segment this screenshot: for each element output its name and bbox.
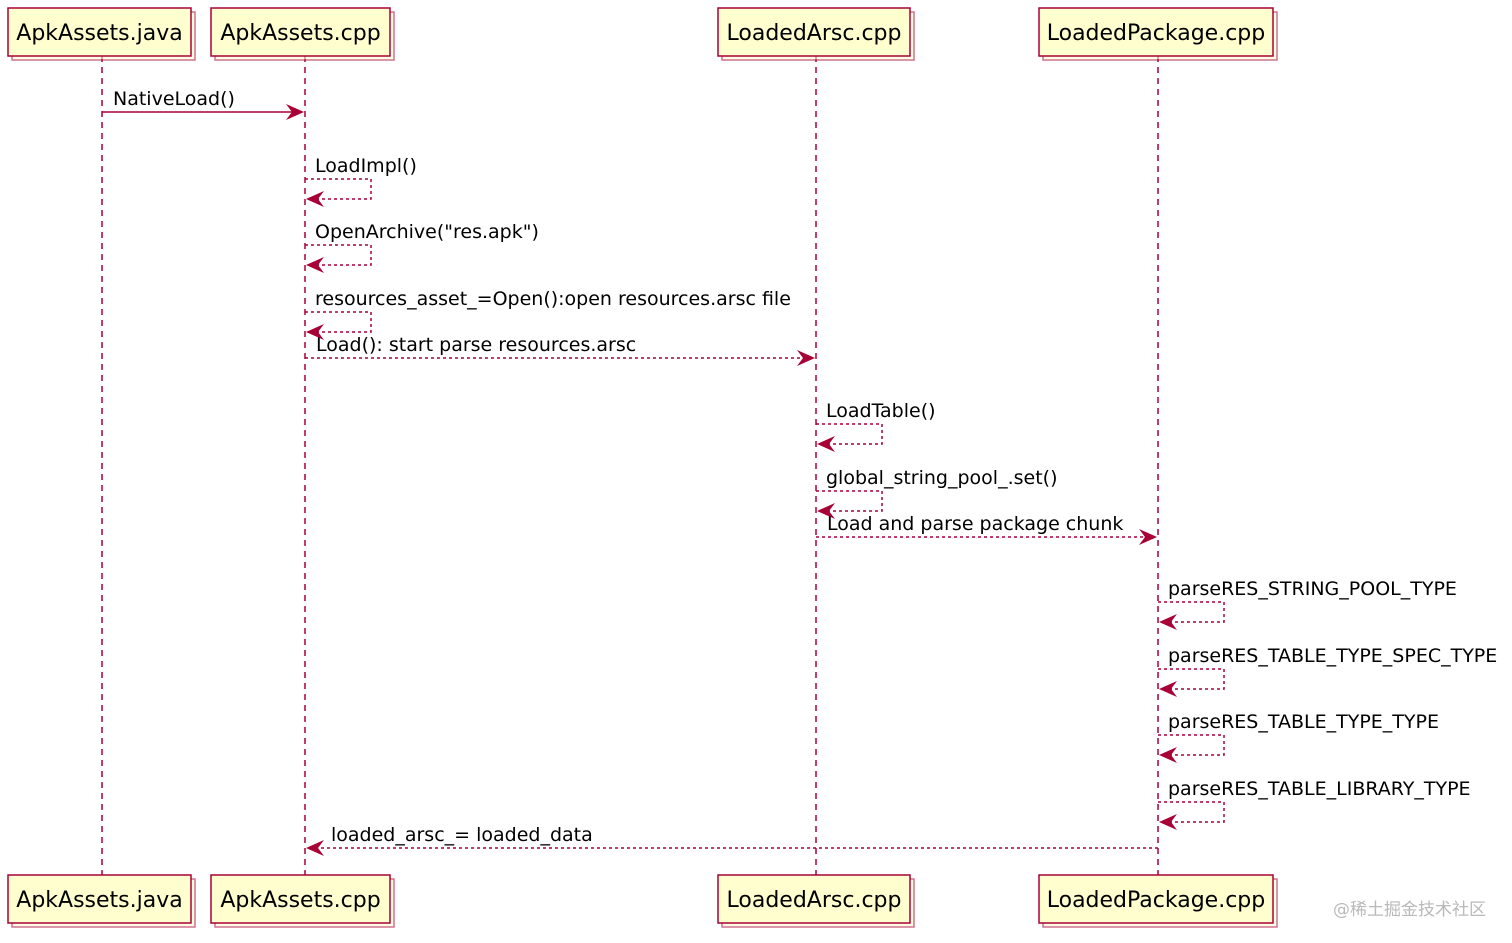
arrowhead	[306, 840, 324, 856]
message-1: LoadImpl()	[305, 155, 417, 207]
participant-label: ApkAssets.java	[16, 21, 182, 46]
participant-arsc_cpp-top: LoadedArsc.cpp	[717, 7, 915, 61]
message-line	[816, 423, 883, 445]
participant-label: LoadedArsc.cpp	[727, 21, 902, 46]
arrowhead	[1159, 747, 1177, 763]
message-label: resources_asset_=Open():open resources.a…	[315, 288, 791, 310]
participant-label: LoadedPackage.cpp	[1047, 21, 1266, 46]
message-label: NativeLoad()	[113, 88, 235, 110]
message-line	[305, 244, 372, 266]
participant-apk_java-bottom: ApkAssets.java	[7, 874, 196, 928]
participant-label: LoadedArsc.cpp	[727, 888, 902, 913]
message-line	[305, 311, 372, 333]
message-2: OpenArchive("res.apk")	[305, 221, 539, 273]
participant-pkg_cpp-top: LoadedPackage.cpp	[1038, 7, 1278, 61]
message-line	[816, 490, 883, 512]
message-label: loaded_arsc_= loaded_data	[331, 824, 593, 846]
message-label: parseRES_TABLE_TYPE_TYPE	[1168, 711, 1439, 733]
participant-apk_cpp-bottom: ApkAssets.cpp	[210, 874, 395, 928]
message-10: parseRES_TABLE_TYPE_TYPE	[1158, 711, 1439, 763]
message-7: Load and parse package chunk	[816, 513, 1157, 545]
message-line	[1158, 734, 1225, 756]
participant-arsc_cpp-bottom: LoadedArsc.cpp	[717, 874, 915, 928]
message-12: loaded_arsc_= loaded_data	[306, 824, 1158, 856]
arrowhead	[1159, 681, 1177, 697]
message-8: parseRES_STRING_POOL_TYPE	[1158, 578, 1457, 630]
arrowhead	[306, 324, 324, 340]
arrowhead	[797, 350, 815, 366]
watermark: @稀土掘金技术社区	[1333, 900, 1486, 920]
message-label: LoadTable()	[826, 400, 936, 422]
message-line	[1158, 668, 1225, 690]
arrowhead	[1159, 814, 1177, 830]
message-3: resources_asset_=Open():open resources.a…	[305, 288, 791, 340]
message-9: parseRES_TABLE_TYPE_SPEC_TYPE	[1158, 645, 1497, 697]
arrowhead	[1139, 529, 1157, 545]
message-label: Load and parse package chunk	[827, 513, 1123, 535]
participant-label: ApkAssets.cpp	[220, 888, 380, 913]
message-label: Load(): start parse resources.arsc	[316, 334, 636, 356]
arrowhead	[286, 104, 304, 120]
arrowhead	[817, 436, 835, 452]
message-line	[1158, 601, 1225, 623]
message-label: parseRES_TABLE_TYPE_SPEC_TYPE	[1168, 645, 1497, 667]
message-label: parseRES_TABLE_LIBRARY_TYPE	[1168, 778, 1471, 800]
message-5: LoadTable()	[816, 400, 936, 452]
participant-apk_java-top: ApkAssets.java	[7, 7, 196, 61]
message-11: parseRES_TABLE_LIBRARY_TYPE	[1158, 778, 1471, 830]
arrowhead	[1159, 614, 1177, 630]
message-6: global_string_pool_.set()	[816, 467, 1057, 519]
message-label: LoadImpl()	[315, 155, 417, 177]
message-line	[1158, 801, 1225, 823]
arrowhead	[306, 257, 324, 273]
arrowhead	[306, 191, 324, 207]
message-label: global_string_pool_.set()	[826, 467, 1057, 489]
message-label: parseRES_STRING_POOL_TYPE	[1168, 578, 1457, 600]
arrowhead	[817, 503, 835, 519]
participant-label: LoadedPackage.cpp	[1047, 888, 1266, 913]
message-4: Load(): start parse resources.arsc	[305, 334, 815, 366]
participant-apk_cpp-top: ApkAssets.cpp	[210, 7, 395, 61]
message-label: OpenArchive("res.apk")	[315, 221, 539, 243]
message-0: NativeLoad()	[102, 88, 304, 120]
participant-pkg_cpp-bottom: LoadedPackage.cpp	[1038, 874, 1278, 928]
message-line	[305, 178, 372, 200]
participant-label: ApkAssets.cpp	[220, 21, 380, 46]
participant-label: ApkAssets.java	[16, 888, 182, 913]
